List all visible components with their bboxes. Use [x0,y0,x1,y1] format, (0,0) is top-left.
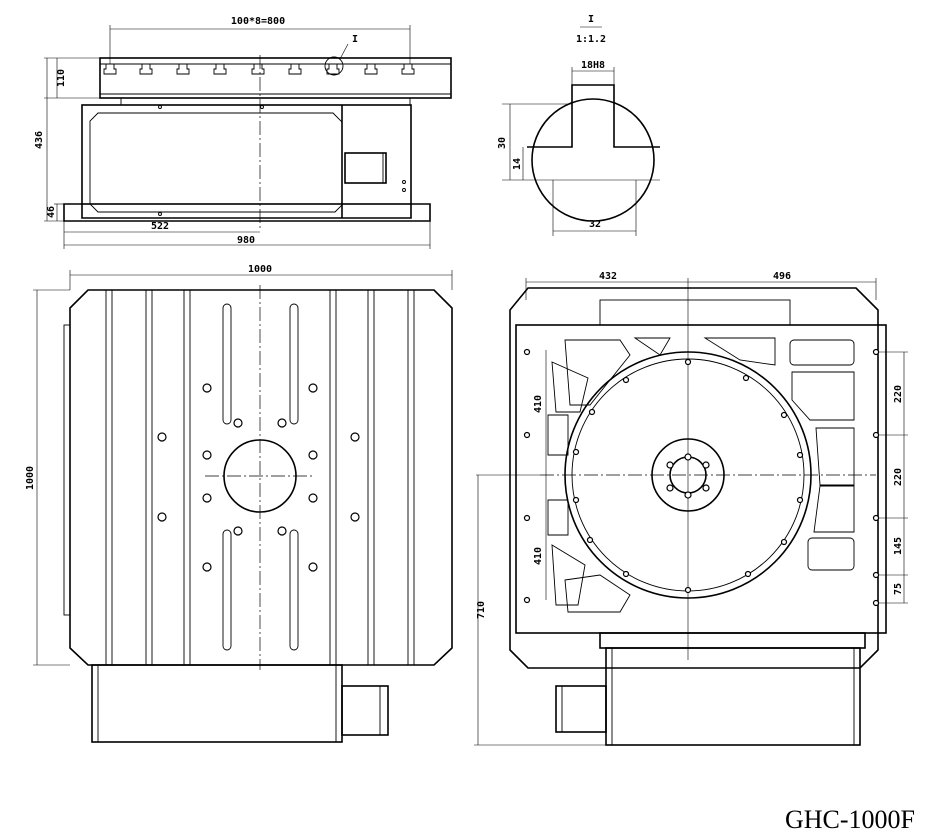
depth-dim: 30 [497,137,508,149]
slot-width-dim: 18H8 [581,60,605,71]
front-view [44,25,452,249]
pockets [547,337,855,613]
d410a-dim: 410 [533,395,544,413]
d220b-dim: 220 [893,468,904,486]
bottom-dim: 32 [589,219,601,230]
height-dim: 1000 [25,466,36,490]
section-mark: I [352,34,358,45]
d220a-dim: 220 [893,385,904,403]
left-dim: 432 [599,271,617,282]
d710-dim: 710 [476,601,487,619]
slot-pitch-dim: 100*8=800 [231,16,285,27]
mounting-holes [157,383,360,572]
detail-scale: 1:1.2 [576,34,606,45]
overall-height-dim: 436 [34,131,45,149]
side-view [474,278,908,746]
detail-view [502,26,660,236]
neck-dim: 14 [512,158,523,170]
t-slots [103,64,415,75]
top-view [33,270,453,743]
width-dim: 1000 [248,264,272,275]
length-dim: 980 [237,235,255,246]
center-dim: 522 [151,221,169,232]
right-dim: 496 [773,271,791,282]
base-height-dim: 46 [46,206,57,218]
d410b-dim: 410 [533,547,544,565]
bolt-circle [572,358,804,594]
d145-dim: 145 [893,537,904,555]
detail-label: I [588,14,594,25]
top-height-dim: 110 [56,69,67,87]
d75-dim: 75 [893,583,904,595]
model-title: GHC-1000F [785,805,915,834]
table-slots [105,290,415,665]
